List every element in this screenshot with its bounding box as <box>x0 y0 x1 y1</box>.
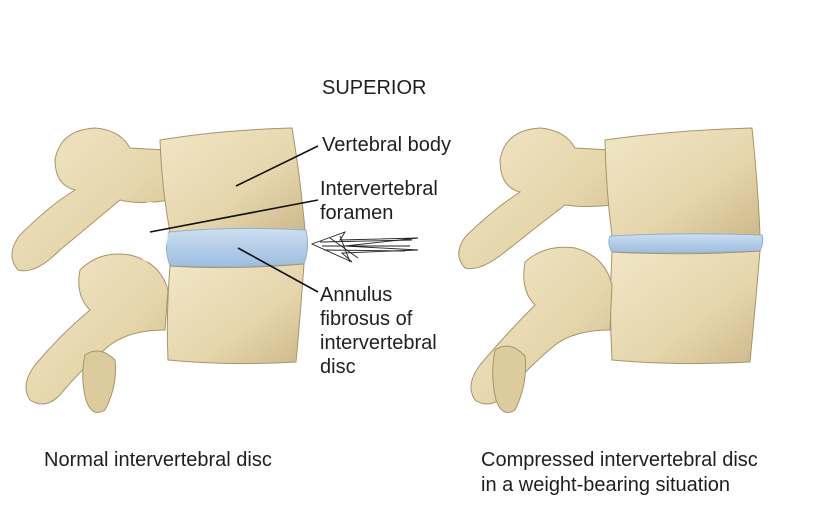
label-annulus-line2: fibrosus of <box>320 308 413 330</box>
label-intervertebral-foramen-line2: foramen <box>320 202 394 224</box>
left-lower-vertebral-body <box>166 263 305 365</box>
leader-foramen <box>149 199 319 233</box>
right-intervertebral-disc-compressed <box>608 233 764 254</box>
leader-lines <box>149 145 319 293</box>
right-upper-vertebral-body <box>604 127 761 237</box>
label-annulus-line1: Annulus <box>320 284 393 306</box>
superior-label: SUPERIOR <box>322 77 427 99</box>
caption-compressed-disc-line2: in a weight-bearing situation <box>481 474 731 496</box>
right-lower-vertebral-body <box>610 250 761 365</box>
label-intervertebral-foramen-line1: Intervertebral <box>320 178 438 200</box>
left-vertebrae <box>11 127 309 413</box>
left-lower-articular-process <box>25 253 169 405</box>
right-spinous-process <box>492 345 526 413</box>
leader-vertebral-body <box>235 145 319 187</box>
right-vertebrae <box>458 127 764 413</box>
right-lower-articular-process <box>470 246 613 405</box>
right-upper-transverse-process <box>458 127 613 270</box>
label-vertebral-body: Vertebral body <box>322 134 451 156</box>
caption-normal-disc: Normal intervertebral disc <box>44 449 272 471</box>
label-annulus-line4: disc <box>320 356 356 378</box>
leader-annulus <box>237 247 319 293</box>
left-spinous-process <box>82 350 116 413</box>
compression-arrow-icon <box>310 231 419 263</box>
left-intervertebral-disc <box>165 227 309 268</box>
left-upper-transverse-process <box>11 127 171 272</box>
left-upper-vertebral-body <box>159 127 306 233</box>
label-annulus-line3: intervertebral <box>320 332 437 354</box>
caption-compressed-disc-line1: Compressed intervertebral disc <box>481 449 758 471</box>
